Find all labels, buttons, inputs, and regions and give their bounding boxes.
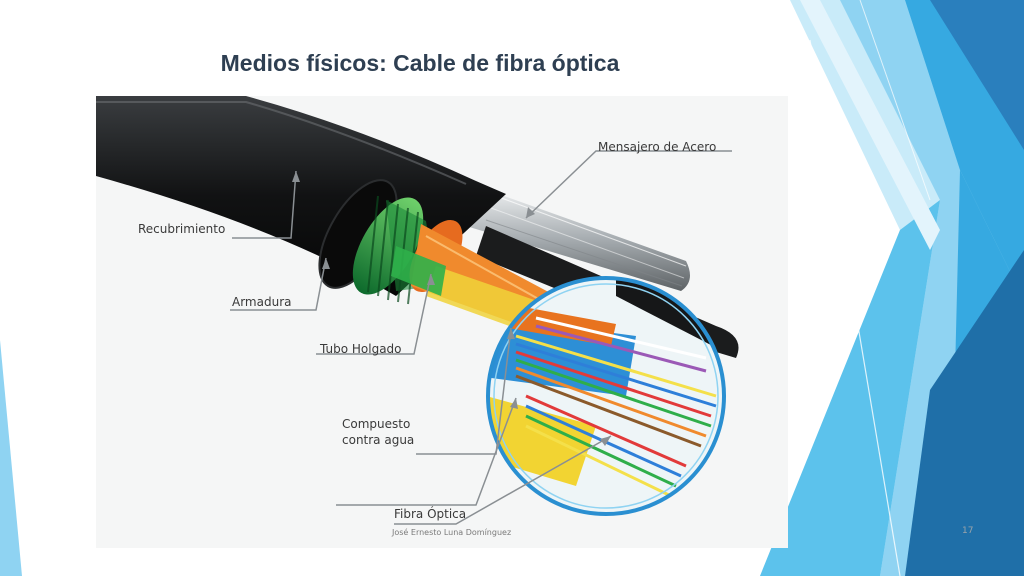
slide-title: Medios físicos: Cable de fibra óptica <box>220 50 620 76</box>
cable-illustration <box>96 96 739 525</box>
slide-number: 17 <box>962 526 974 536</box>
footer-author: José Ernesto Luna Domínguez <box>392 528 512 537</box>
label-compuesto-line2: contra agua <box>342 433 415 447</box>
label-armadura: Armadura <box>232 295 292 309</box>
label-fibra-optica: Fibra Óptica <box>394 507 467 521</box>
fiber-optic-cable-figure: Recubrimiento Mensajero de Acero Armadur… <box>96 96 788 548</box>
label-compuesto-line1: Compuesto <box>342 417 411 431</box>
label-recubrimiento: Recubrimiento <box>138 222 226 236</box>
label-tubo-holgado: Tubo Holgado <box>320 342 402 356</box>
label-mensajero-de-acero: Mensajero de Acero <box>598 140 717 154</box>
